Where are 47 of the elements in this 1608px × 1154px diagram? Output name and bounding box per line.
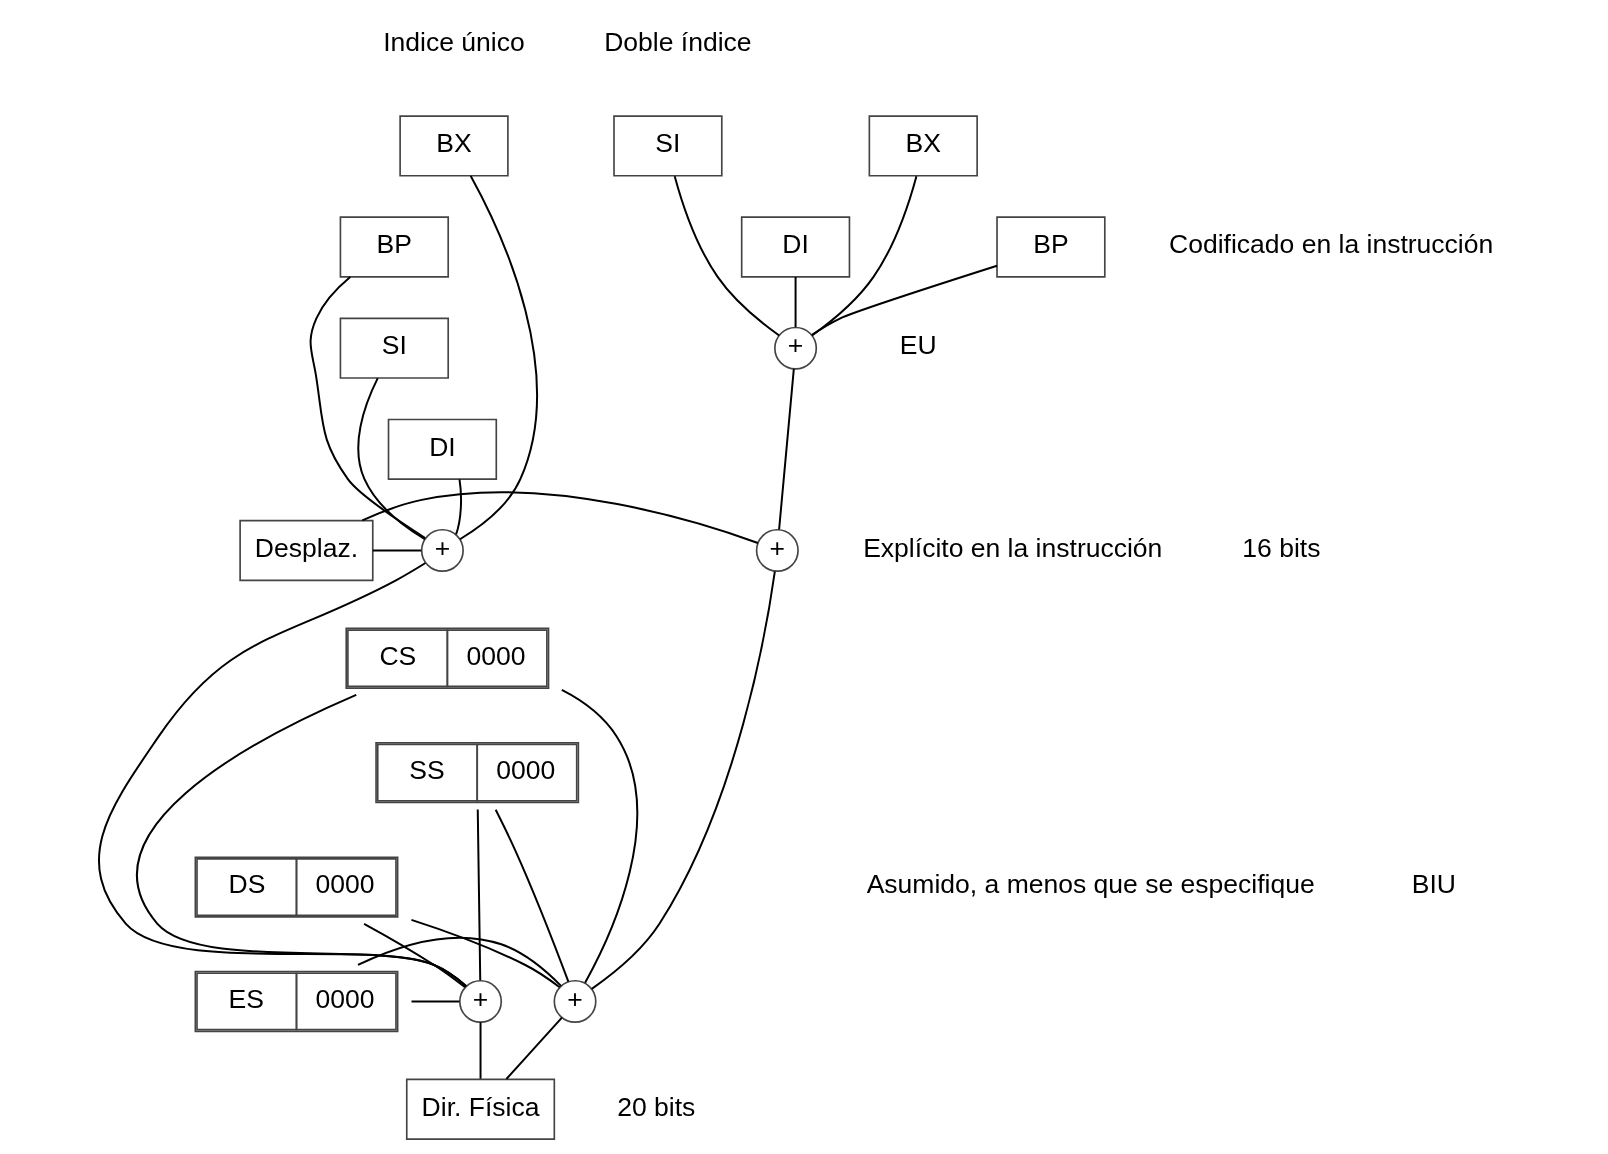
connector bbox=[97, 562, 468, 988]
connector bbox=[309, 276, 427, 539]
connector bbox=[811, 264, 998, 336]
connector bbox=[673, 175, 781, 337]
connector bbox=[136, 693, 468, 988]
connector bbox=[410, 918, 561, 989]
connector bbox=[494, 808, 570, 983]
connector bbox=[361, 491, 759, 544]
connector bbox=[479, 1021, 482, 1080]
connector bbox=[560, 688, 638, 984]
label: 20 bits bbox=[617, 1091, 696, 1122]
connector bbox=[476, 808, 482, 982]
connector bbox=[505, 1016, 563, 1080]
node-circle: + bbox=[755, 528, 799, 573]
node-box: BP bbox=[339, 216, 450, 278]
node-box: Desplaz. bbox=[239, 519, 374, 582]
connector bbox=[357, 936, 562, 987]
label: 16 bits bbox=[1242, 532, 1321, 563]
label: Doble índice bbox=[604, 27, 752, 58]
label: BIU bbox=[1411, 869, 1457, 900]
label: Codificado en la instrucción bbox=[1168, 229, 1494, 260]
connector bbox=[363, 922, 467, 989]
node-box: BP bbox=[996, 216, 1106, 278]
node-box: BX bbox=[868, 115, 978, 177]
label: Asumido, a menos que se especifique bbox=[866, 869, 1315, 900]
connector bbox=[357, 377, 426, 541]
node-circle: + bbox=[459, 979, 503, 1024]
node-box: DI bbox=[740, 216, 851, 278]
connector bbox=[459, 174, 538, 541]
node-box: BX bbox=[399, 115, 509, 177]
label: Indice único bbox=[383, 27, 525, 58]
connector bbox=[371, 549, 423, 552]
label: EU bbox=[899, 330, 937, 361]
connector bbox=[455, 478, 463, 536]
connector bbox=[811, 175, 918, 337]
node-circle: + bbox=[420, 528, 464, 573]
node-box: SI bbox=[613, 115, 723, 177]
node-circle: + bbox=[553, 979, 597, 1024]
node-box: DI bbox=[387, 418, 498, 480]
label: Explícito en la instrucción bbox=[863, 532, 1163, 563]
connector bbox=[778, 367, 795, 531]
node-circle: + bbox=[774, 326, 818, 370]
connector bbox=[410, 1000, 461, 1003]
node-box: SI bbox=[339, 317, 450, 379]
connector bbox=[794, 276, 797, 328]
connector bbox=[590, 570, 776, 990]
node-box: Dir. Física bbox=[405, 1078, 556, 1140]
